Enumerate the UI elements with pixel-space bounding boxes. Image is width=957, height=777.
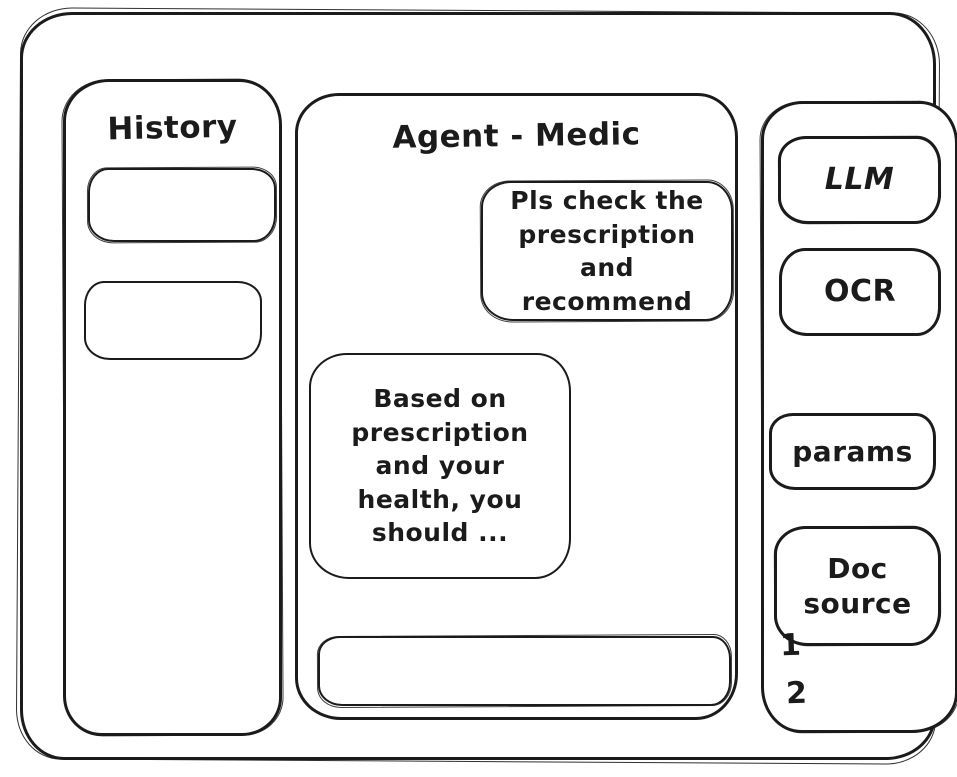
chat-title: Agent - Medic bbox=[392, 116, 641, 156]
history-panel: History bbox=[63, 79, 282, 736]
user-message-bubble: Pls check the prescription and recommend bbox=[481, 181, 733, 321]
doc-source-item-1: 1 bbox=[779, 627, 802, 664]
chat-panel: Agent - Medic Pls check the prescription… bbox=[295, 93, 738, 720]
doc-source-button[interactable]: Doc source bbox=[774, 526, 941, 646]
llm-button[interactable]: LLM bbox=[778, 136, 941, 224]
history-title: History bbox=[107, 108, 238, 148]
app-window-frame: History Agent - Medic Pls check the pres… bbox=[20, 12, 957, 760]
message-input[interactable] bbox=[318, 636, 731, 706]
agent-message-bubble: Based on prescription and your health, y… bbox=[309, 353, 571, 579]
ocr-button[interactable]: OCR bbox=[779, 248, 941, 336]
history-item[interactable] bbox=[88, 168, 276, 242]
params-button[interactable]: params bbox=[769, 413, 936, 490]
doc-source-item-2: 2 bbox=[785, 675, 808, 712]
history-item[interactable] bbox=[84, 281, 262, 360]
tools-panel: LLM OCR params Doc source 1 2 bbox=[761, 101, 957, 733]
